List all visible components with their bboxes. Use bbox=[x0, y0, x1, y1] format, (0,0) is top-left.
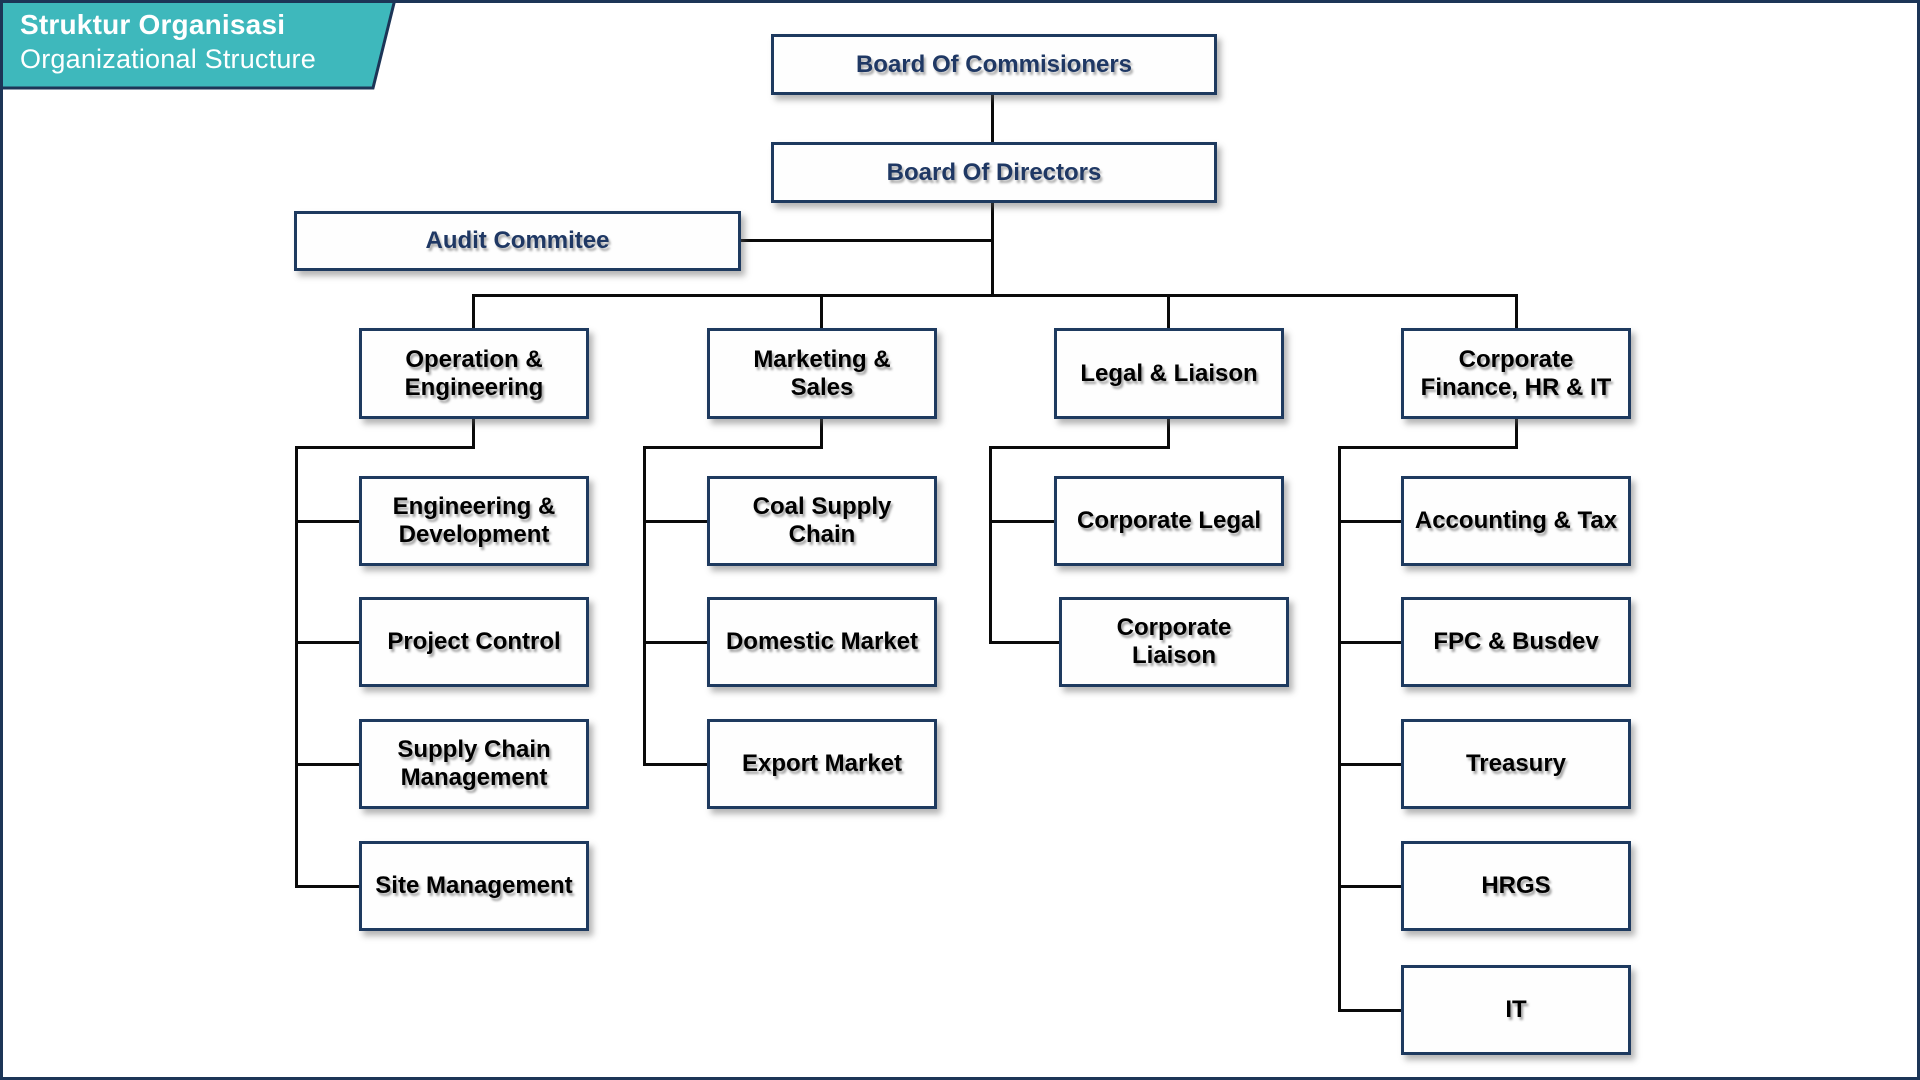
connector-department-bus bbox=[472, 294, 1518, 297]
connector-directors-bus bbox=[991, 203, 994, 297]
connector-drop-legal bbox=[1167, 294, 1170, 328]
connector-drop-marketing bbox=[820, 294, 823, 328]
connector-stem-corpfinance bbox=[1515, 419, 1518, 449]
connector-stem-marketing bbox=[820, 419, 823, 449]
node-label: Domestic Market bbox=[725, 628, 919, 655]
node-child-coal-supply-chain: Coal Supply Chain bbox=[707, 476, 937, 566]
node-label: Corporate Legal bbox=[1076, 507, 1262, 534]
banner-subtitle: Organizational Structure bbox=[20, 44, 316, 74]
node-label: HRGS bbox=[1481, 872, 1551, 899]
node-label: Corporate Finance, HR & IT bbox=[1420, 345, 1612, 401]
connector-trunk-operation bbox=[295, 446, 298, 888]
connector-stub bbox=[1338, 641, 1401, 644]
node-dept-legal-liaison: Legal & Liaison bbox=[1054, 328, 1284, 419]
node-label: Operation & Engineering bbox=[404, 345, 544, 401]
node-child-accounting-tax: Accounting & Tax bbox=[1401, 476, 1631, 566]
node-audit-commitee: Audit Commitee bbox=[294, 211, 741, 271]
node-dept-operation-engineering: Operation & Engineering bbox=[359, 328, 589, 419]
connector-stub bbox=[295, 763, 359, 766]
connector-jog-legal bbox=[989, 446, 1170, 449]
connector-trunk-corpfinance bbox=[1338, 446, 1341, 1012]
connector-jog-operation bbox=[295, 446, 475, 449]
connector-jog-corpfinance bbox=[1338, 446, 1518, 449]
connector-drop-operation bbox=[472, 294, 475, 328]
node-label: Corporate Liaison bbox=[1116, 614, 1232, 669]
node-board-of-commisioners: Board Of Commisioners bbox=[771, 34, 1217, 95]
connector-stub bbox=[1338, 885, 1401, 888]
node-label: Engineering & Development bbox=[392, 493, 556, 548]
node-child-corporate-liaison: Corporate Liaison bbox=[1059, 597, 1289, 687]
connector-stub bbox=[643, 763, 707, 766]
node-label: FPC & Busdev bbox=[1433, 628, 1599, 655]
connector-jog-marketing bbox=[643, 446, 823, 449]
connector-commisioners-directors bbox=[991, 95, 994, 142]
connector-stem-operation bbox=[472, 419, 475, 449]
node-child-hrgs: HRGS bbox=[1401, 841, 1631, 931]
connector-stub bbox=[1338, 520, 1401, 523]
connector-drop-corpfinance bbox=[1515, 294, 1518, 328]
connector-stub bbox=[295, 520, 359, 523]
banner-title: Struktur Organisasi bbox=[20, 9, 286, 40]
node-child-domestic-market: Domestic Market bbox=[707, 597, 937, 687]
node-label: Legal & Liaison bbox=[1080, 359, 1258, 387]
banner-shape bbox=[3, 3, 396, 90]
connector-stub bbox=[989, 641, 1059, 644]
node-board-of-directors: Board Of Directors bbox=[771, 142, 1217, 203]
node-label: Site Management bbox=[375, 872, 573, 899]
node-child-fpc-busdev: FPC & Busdev bbox=[1401, 597, 1631, 687]
connector-stub bbox=[295, 641, 359, 644]
connector-stub bbox=[1338, 1009, 1401, 1012]
node-child-engineering-development: Engineering & Development bbox=[359, 476, 589, 566]
connector-audit-committee bbox=[741, 239, 993, 242]
node-label: IT bbox=[1505, 996, 1527, 1023]
connector-stem-legal bbox=[1167, 419, 1170, 449]
connector-stub bbox=[643, 520, 707, 523]
node-label: Audit Commitee bbox=[425, 227, 610, 254]
connector-stub bbox=[295, 885, 359, 888]
node-label: Board Of Commisioners bbox=[855, 50, 1133, 78]
node-label: Treasury bbox=[1465, 750, 1567, 777]
node-label: Export Market bbox=[741, 750, 903, 777]
node-dept-corporate-finance-hr-it: Corporate Finance, HR & IT bbox=[1401, 328, 1631, 419]
node-label: Project Control bbox=[387, 628, 561, 655]
node-label: Coal Supply Chain bbox=[752, 493, 892, 548]
connector-stub bbox=[643, 641, 707, 644]
node-child-it: IT bbox=[1401, 965, 1631, 1055]
connector-stub bbox=[989, 520, 1054, 523]
node-dept-marketing-sales: Marketing & Sales bbox=[707, 328, 937, 419]
node-child-supply-chain-management: Supply Chain Management bbox=[359, 719, 589, 809]
node-label: Supply Chain Management bbox=[397, 736, 551, 791]
connector-trunk-legal bbox=[989, 446, 992, 644]
connector-stub bbox=[1338, 763, 1401, 766]
node-label: Board Of Directors bbox=[886, 158, 1102, 186]
node-label: Accounting & Tax bbox=[1414, 507, 1618, 534]
node-child-export-market: Export Market bbox=[707, 719, 937, 809]
node-child-treasury: Treasury bbox=[1401, 719, 1631, 809]
node-label: Marketing & Sales bbox=[753, 345, 891, 401]
node-child-corporate-legal: Corporate Legal bbox=[1054, 476, 1284, 566]
connector-trunk-marketing bbox=[643, 446, 646, 766]
node-child-site-management: Site Management bbox=[359, 841, 589, 931]
node-child-project-control: Project Control bbox=[359, 597, 589, 687]
